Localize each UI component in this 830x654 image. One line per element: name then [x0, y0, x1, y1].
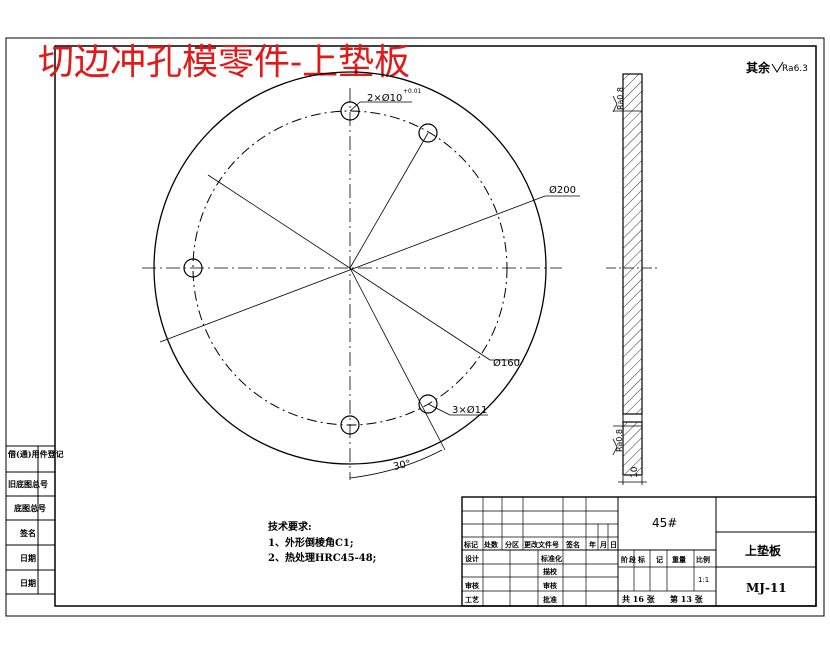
angle-arc — [349, 449, 443, 479]
tb-header-7: 日 — [610, 540, 617, 549]
title-block: 标记 处数 分区 更改文件号 签名 年 月 日 设计 审核 工艺 标准化 描校 … — [461, 496, 817, 607]
tb-trace-check: 描校 — [543, 567, 558, 576]
hole-top — [340, 101, 360, 121]
roughness-note: 其余 Ra6.3 — [746, 60, 808, 75]
tb-sheet-total: 共 16 张 — [622, 594, 656, 604]
tb-weight-label: 重量 — [672, 555, 686, 564]
tb-material: 45# — [652, 516, 677, 530]
tb-audit: 审核 — [543, 581, 557, 590]
tb-stage-1: 段 — [629, 555, 636, 564]
tech-item-2: 2、热处理HRC45-48; — [268, 551, 376, 564]
tb-stage-0: 阶 — [621, 555, 629, 564]
dia200-leader — [159, 195, 546, 343]
side-label-0: 借(通)用件登记 — [7, 449, 64, 459]
tb-approve: 批准 — [543, 595, 557, 604]
tb-header-1: 处数 — [483, 540, 499, 549]
tb-header-3: 更改文件号 — [524, 540, 559, 549]
roughness-top-icon — [612, 95, 618, 113]
tb-header-6: 月 — [599, 540, 607, 549]
side-label-4: 日期 — [20, 553, 36, 563]
dim-holes-2-tol: +0.01 — [403, 88, 422, 95]
section-lower — [622, 421, 643, 476]
side-label-1: 旧底图总号 — [8, 479, 48, 489]
section-body — [622, 73, 643, 415]
side-label-5: 日期 — [20, 578, 36, 588]
section-view: Ra0.8 Ra0.8 10 — [606, 73, 660, 485]
outer-border — [5, 37, 825, 617]
tb-stage-3: 记 — [656, 555, 663, 564]
tb-standardize: 标准化 — [540, 554, 562, 563]
dim-outer-diameter: Ø200 — [549, 184, 576, 196]
dim-thickness: 10 — [630, 466, 640, 478]
tb-scale-label: 比例 — [696, 555, 710, 564]
tech-requirements: 技术要求: 1、外形倒棱角C1; 2、热处理HRC45-48; — [268, 520, 376, 564]
dim-holes-3: 3×Ø11 — [452, 404, 487, 416]
tb-design: 设计 — [465, 554, 479, 563]
tb-sheet-no: 第 13 张 — [670, 594, 704, 604]
tb-drawing-no: MJ-11 — [746, 581, 787, 595]
drawing-title: 切边冲孔模零件-上垫板 — [38, 42, 410, 83]
tb-scale-value: 1:1 — [698, 576, 709, 584]
roughness-bottom-icon — [612, 438, 618, 456]
tb-header-0: 标记 — [463, 540, 478, 549]
hole-bottom — [340, 415, 360, 435]
section-roughness-top: Ra0.8 — [616, 87, 625, 110]
tb-review: 审核 — [465, 581, 479, 590]
front-view: 2×Ø10 +0.01 Ø200 Ø160 3×Ø11 30° — [142, 71, 580, 480]
tech-item-1: 1、外形倒棱角C1; — [268, 536, 354, 549]
side-label-2: 底图总号 — [13, 503, 46, 513]
tb-header-4: 签名 — [565, 540, 580, 549]
hole-bottom-right — [418, 394, 438, 414]
hole-top-right — [418, 123, 438, 143]
roughness-prefix: 其余 — [746, 60, 771, 75]
dim-angle: 30° — [392, 458, 412, 472]
tb-header-5: 年 — [589, 540, 596, 549]
roughness-value: Ra6.3 — [782, 64, 808, 74]
roughness-symbol-icon — [771, 61, 784, 73]
side-label-3: 签名 — [19, 528, 36, 538]
tb-process: 工艺 — [465, 595, 479, 604]
tb-stage-2: 标 — [637, 555, 645, 564]
tb-header-2: 分区 — [505, 540, 519, 549]
dia160-leader — [207, 174, 491, 361]
hole-radial-line — [349, 132, 429, 269]
dim-pitch-diameter: Ø160 — [493, 357, 520, 369]
section-roughness-bottom: Ra0.8 — [615, 429, 624, 452]
tech-heading: 技术要求: — [268, 520, 312, 533]
drawing-frame — [54, 45, 817, 607]
hole-left — [183, 258, 203, 278]
tb-part-name: 上垫板 — [745, 543, 782, 558]
dim-holes-2: 2×Ø10 — [367, 92, 402, 104]
side-register: 借(通)用件登记 旧底图总号 底图总号 签名 日期 日期 — [5, 445, 64, 595]
